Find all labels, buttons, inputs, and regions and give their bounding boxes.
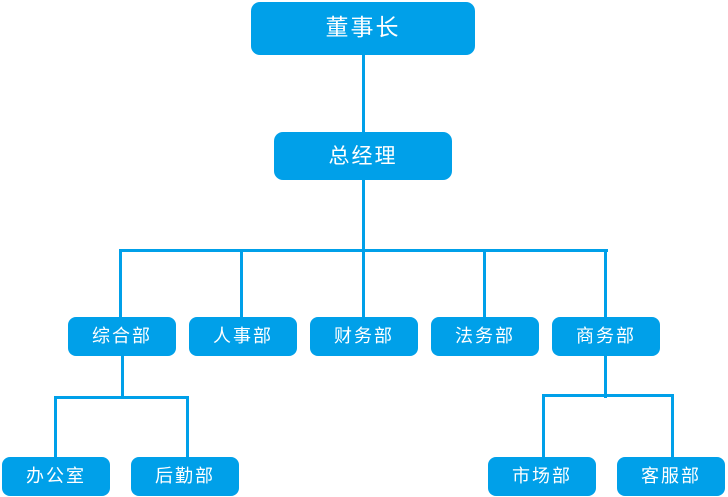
node-general-manager[interactable]: 总经理 — [274, 132, 452, 180]
node-logistics-label: 后勤部 — [155, 465, 215, 487]
node-legal-affairs[interactable]: 法务部 — [431, 317, 539, 356]
node-customer-service[interactable]: 客服部 — [617, 457, 725, 496]
node-office[interactable]: 办公室 — [2, 457, 110, 496]
connector-drop-general-affairs — [119, 249, 122, 318]
node-finance-label: 财务部 — [334, 325, 394, 347]
connector-drop-customer-service — [671, 394, 674, 458]
node-general-affairs[interactable]: 综合部 — [68, 317, 176, 356]
connector-drop-business-affairs — [604, 249, 607, 318]
node-legal-affairs-label: 法务部 — [455, 325, 515, 347]
node-customer-service-label: 客服部 — [641, 465, 701, 487]
node-chairman-label: 董事长 — [325, 15, 401, 41]
node-logistics[interactable]: 后勤部 — [131, 457, 239, 496]
node-office-label: 办公室 — [26, 465, 86, 487]
node-general-affairs-label: 综合部 — [92, 325, 152, 347]
connector-business-affairs-bus — [542, 394, 674, 397]
connector-drop-legal-affairs — [483, 249, 486, 318]
connector-general-affairs-dropline — [121, 356, 124, 398]
connector-business-affairs-dropline — [604, 356, 607, 398]
connector-drop-office — [54, 396, 57, 458]
node-business-affairs-label: 商务部 — [576, 325, 636, 347]
connector-gm-dropline — [362, 180, 365, 250]
node-general-manager-label: 总经理 — [328, 143, 398, 168]
connector-drop-finance — [362, 249, 365, 318]
node-finance[interactable]: 财务部 — [310, 317, 418, 356]
node-marketing[interactable]: 市场部 — [488, 457, 596, 496]
connector-general-affairs-bus — [54, 396, 189, 399]
node-chairman[interactable]: 董事长 — [251, 2, 475, 55]
node-business-affairs[interactable]: 商务部 — [552, 317, 660, 356]
connector-drop-marketing — [542, 394, 545, 458]
connector-drop-logistics — [186, 396, 189, 458]
connector-drop-human-resources — [240, 249, 243, 318]
connector-chairman-to-gm — [362, 55, 365, 132]
node-human-resources-label: 人事部 — [213, 325, 273, 347]
node-human-resources[interactable]: 人事部 — [189, 317, 297, 356]
node-marketing-label: 市场部 — [512, 465, 572, 487]
